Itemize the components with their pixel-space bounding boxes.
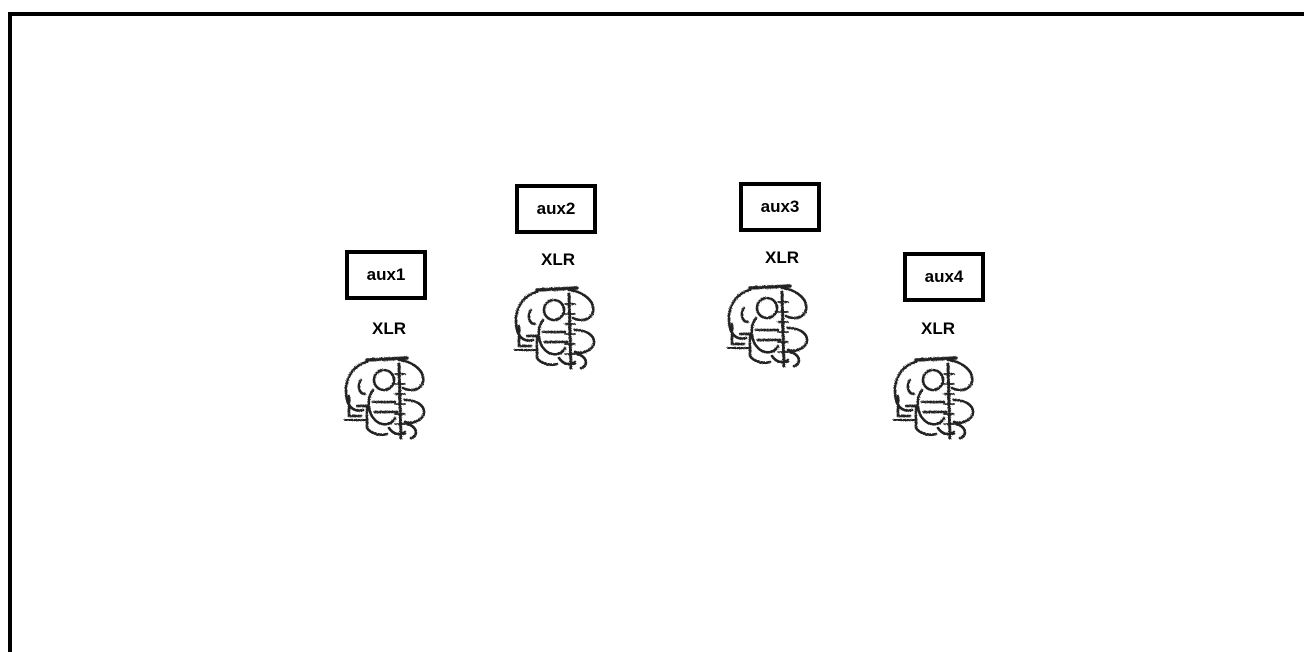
aux2-label-box: aux2 bbox=[515, 184, 597, 234]
aux3-label: aux3 bbox=[760, 197, 800, 216]
xlr-connector-icon bbox=[337, 350, 437, 442]
aux4-label: aux4 bbox=[924, 267, 964, 286]
aux3-label-box: aux3 bbox=[739, 182, 821, 232]
aux2-connector-label: XLR bbox=[541, 250, 575, 269]
xlr-connector-icon bbox=[507, 280, 607, 372]
aux4-label-box: aux4 bbox=[903, 252, 985, 302]
aux2-label: aux2 bbox=[536, 199, 576, 218]
xlr-connector-icon bbox=[720, 278, 820, 370]
aux1-connector-label: XLR bbox=[372, 319, 406, 338]
xlr-connector-icon bbox=[886, 350, 986, 442]
aux1-label-box: aux1 bbox=[345, 250, 427, 300]
aux4-connector-label: XLR bbox=[921, 319, 955, 338]
aux1-label: aux1 bbox=[366, 265, 406, 284]
aux3-connector-label: XLR bbox=[765, 248, 799, 267]
diagram-frame bbox=[8, 12, 1304, 652]
